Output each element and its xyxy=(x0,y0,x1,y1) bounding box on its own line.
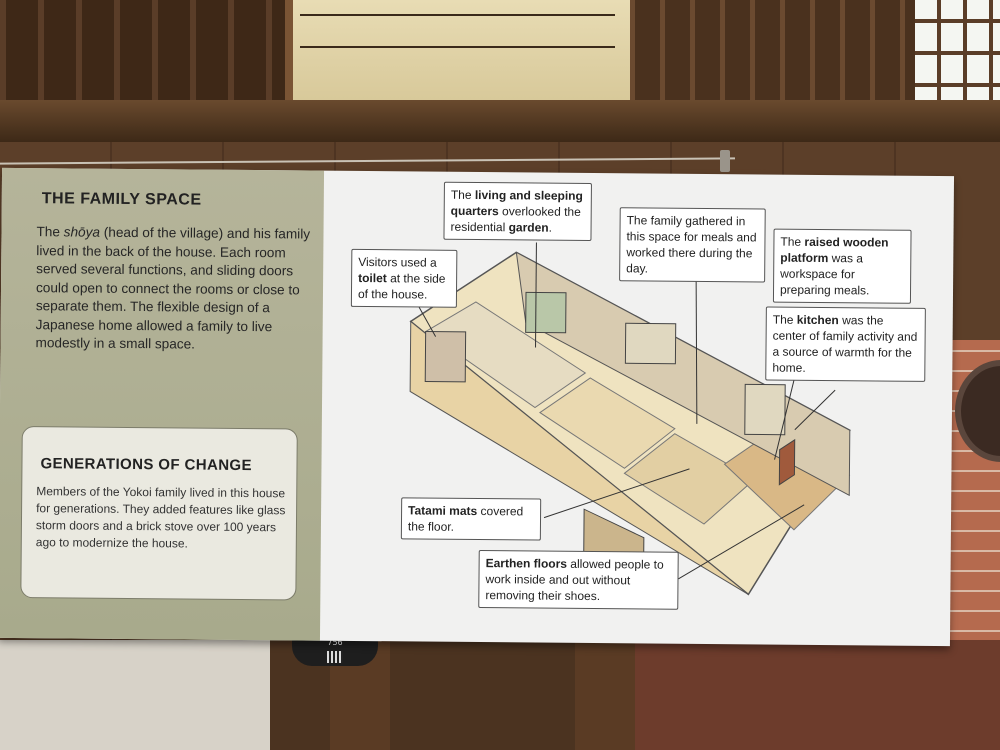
sliding-doors xyxy=(630,0,920,104)
shoya-term: shōya xyxy=(63,224,101,240)
barrier-post xyxy=(720,150,730,172)
callout-bold: kitchen xyxy=(796,312,839,328)
callout-family-gathered: The family gathered in this space for me… xyxy=(619,207,766,283)
callout-raised-platform: The raised wooden platform was a workspa… xyxy=(772,228,912,304)
callout-bold: Earthen floors xyxy=(485,556,568,571)
tatami-border xyxy=(300,46,615,48)
body-text: The xyxy=(36,224,64,240)
callout-toilet: Visitors used a toilet at the side of th… xyxy=(350,248,458,308)
wooden-wall-left xyxy=(0,0,290,105)
callout-kitchen: The kitchen was the center of family act… xyxy=(765,306,926,382)
callout-earthen-floors: Earthen floors allowed people to work in… xyxy=(478,550,679,610)
callout-bold: garden xyxy=(508,220,549,235)
house-cutaway-illustration xyxy=(409,242,851,609)
tatami-border xyxy=(300,14,615,16)
callout-text: The xyxy=(450,187,475,202)
generations-box: GENERATIONS OF CHANGE Members of the Yok… xyxy=(20,426,298,601)
generations-body: Members of the Yokoi family lived in thi… xyxy=(35,484,286,551)
generations-title: GENERATIONS OF CHANGE xyxy=(40,455,253,475)
callout-tatami: Tatami mats covered the floor. xyxy=(400,497,542,541)
callout-leader-lines xyxy=(415,242,836,580)
interpretive-sign: THE FAMILY SPACE The shōya (head of the … xyxy=(0,167,955,647)
window xyxy=(915,0,1000,115)
body-text: (head of the village) and his family liv… xyxy=(35,224,311,352)
callout-text: The xyxy=(772,312,797,327)
family-space-title: THE FAMILY SPACE xyxy=(41,190,202,209)
callout-text: . xyxy=(548,220,553,235)
callout-bold: Tatami mats xyxy=(408,503,478,519)
tatami-room xyxy=(285,0,646,100)
family-space-body: The shōya (head of the village) and his … xyxy=(35,223,311,355)
callout-text: Visitors used a xyxy=(358,254,437,270)
callout-text: The family gathered in this space for me… xyxy=(626,213,757,276)
raised-floor-edge xyxy=(0,100,1000,142)
callout-text: The xyxy=(780,234,805,249)
qr-code-icon xyxy=(327,650,343,663)
sign-stand-leg xyxy=(575,640,635,750)
callout-bold: toilet xyxy=(358,270,387,286)
callout-living-quarters: The living and sleeping quarters overloo… xyxy=(443,181,592,242)
sign-text-panel: THE FAMILY SPACE The shōya (head of the … xyxy=(0,167,325,641)
badge-number: 756 xyxy=(327,638,343,647)
lower-floor xyxy=(0,640,1000,750)
